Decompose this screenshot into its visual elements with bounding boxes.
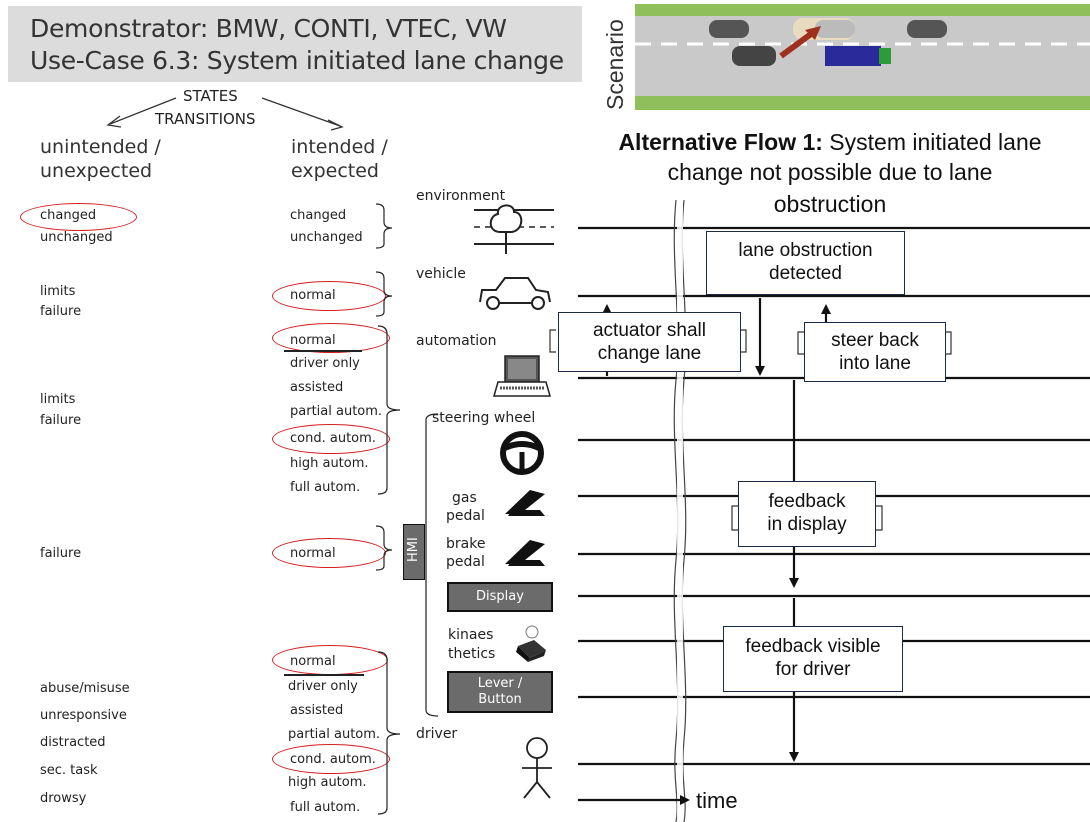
lane-obstruction-box: lane obstruction detected <box>706 231 905 295</box>
auto-intended-assisted: assisted <box>290 380 344 395</box>
auto-intended-partial: partial autom. <box>290 404 383 419</box>
feedback-visible-line-2: for driver <box>775 659 851 680</box>
col-unintended-1: unintended / <box>40 136 161 158</box>
drv-intended-assisted: assisted <box>290 703 344 718</box>
feedback-display-line-1: feedback <box>768 491 846 512</box>
legend-states: STATES <box>183 87 238 105</box>
veh-unintended-limits: limits <box>40 284 76 299</box>
drv-unintended-sectask: sec. task <box>40 763 98 778</box>
lane-obstruction-line-2: detected <box>769 263 842 284</box>
highlight-oval <box>272 323 390 353</box>
highlight-oval <box>20 203 137 231</box>
col-intended-2: expected <box>291 160 379 182</box>
col-unintended-2: unexpected <box>40 160 153 182</box>
lever-button-line-1: Lever / <box>477 676 523 691</box>
steering-wheel-label: steering wheel <box>432 410 536 426</box>
divider <box>284 674 364 676</box>
flow-title-line-3: obstruction <box>773 191 887 217</box>
gas-label-1: gas <box>452 490 477 506</box>
lever-button-line-2: Button <box>478 692 522 707</box>
display-button: Display <box>447 582 553 612</box>
legend-transitions: TRANSITIONS <box>155 110 256 128</box>
legend-arrows <box>106 97 344 131</box>
actuator-line-2: change lane <box>597 343 702 364</box>
drv-unintended-unresponsive: unresponsive <box>40 708 127 723</box>
auto-intended-high: high autom. <box>290 456 369 471</box>
gas-label-2: pedal <box>446 508 485 524</box>
drv-intended-partial: partial autom. <box>288 727 381 742</box>
steer-back-line-2: into lane <box>839 353 911 374</box>
auto-intended-full: full autom. <box>290 480 361 495</box>
highlight-oval <box>272 281 386 311</box>
actuator-line-1: actuator shall <box>592 320 706 341</box>
drv-intended-full: full autom. <box>290 800 361 815</box>
veh-unintended-failure: failure <box>40 304 82 319</box>
col-intended-1: intended / <box>291 136 388 158</box>
vehicle-label: vehicle <box>416 266 466 282</box>
kinaes-label-1: kinaes <box>448 627 494 643</box>
drv-intended-high: high autom. <box>288 775 367 790</box>
env-intended-changed: changed <box>290 208 347 223</box>
actuator-box: actuator shall change lane <box>558 312 741 372</box>
steer-back-line-1: steer back <box>831 330 919 351</box>
auto-unintended-failure: failure <box>40 413 82 428</box>
feedback-visible-line-1: feedback visible <box>745 636 881 657</box>
env-unintended-unchanged: unchanged <box>40 230 113 245</box>
title-box <box>8 6 582 82</box>
drv-intended-driver-only: driver only <box>288 679 358 694</box>
auto-intended-driver-only: driver only <box>290 356 360 371</box>
lane-obstruction-line-1: lane obstruction <box>738 240 873 261</box>
highlight-oval <box>272 424 390 454</box>
steer-back-box: steer back into lane <box>804 322 946 382</box>
title-line-2: Use-Case 6.3: System initiated lane chan… <box>30 46 564 75</box>
brackets-layer <box>375 203 554 815</box>
drv-unintended-distracted: distracted <box>40 735 106 750</box>
automation-label: automation <box>416 333 497 349</box>
title-line-1: Demonstrator: BMW, CONTI, VTEC, VW <box>30 14 507 43</box>
flow-title-line-2: change not possible due to lane <box>667 159 993 185</box>
feedback-visible-box: feedback visible for driver <box>723 626 903 692</box>
flow-title-rest: System initiated lane <box>822 129 1042 155</box>
lever-button: Lever / Button <box>447 671 553 713</box>
flow-title-line-1: Alternative Flow 1: System initiated lan… <box>572 128 1088 156</box>
hmi-box <box>403 524 425 580</box>
brake-label-1: brake <box>446 536 486 552</box>
feedback-display-box: feedback in display <box>738 481 876 547</box>
driver-label: driver <box>416 726 458 742</box>
env-label: environment <box>416 188 506 204</box>
highlight-oval <box>272 744 390 774</box>
highlight-oval <box>272 538 386 568</box>
env-intended-unchanged: unchanged <box>290 230 363 245</box>
flow-title-bold: Alternative Flow 1: <box>618 129 823 155</box>
drv-unintended-drowsy: drowsy <box>40 791 87 806</box>
hmi-unintended-failure: failure <box>40 546 82 561</box>
divider <box>284 350 362 352</box>
auto-unintended-limits: limits <box>40 392 76 407</box>
scenario-road-image <box>635 4 1090 110</box>
kinaes-label-2: thetics <box>448 646 496 662</box>
brake-label-2: pedal <box>446 554 485 570</box>
feedback-display-line-2: in display <box>767 514 847 535</box>
time-label: time <box>696 788 738 813</box>
drv-unintended-abuse: abuse/misuse <box>40 681 130 696</box>
